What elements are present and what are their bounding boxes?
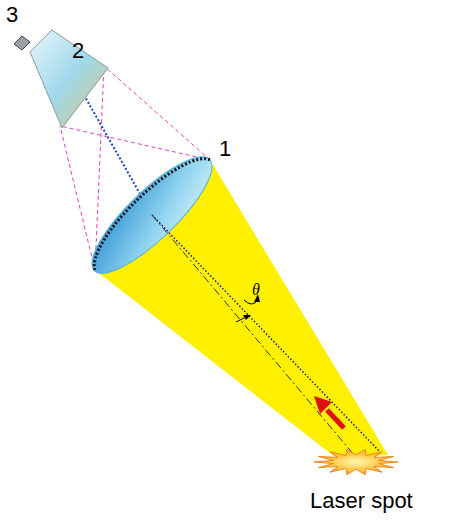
lens-edge: [94, 159, 210, 270]
objective-lens: [30, 30, 108, 128]
sensor: [14, 36, 30, 50]
callout-number: 3: [6, 4, 18, 26]
angle-arrow: [236, 317, 246, 322]
view-line: [152, 215, 380, 452]
callout-number: 1: [219, 138, 231, 160]
angle-label: θ: [252, 282, 260, 298]
direction-arrowhead: [314, 396, 332, 414]
laser-spot: [314, 449, 398, 474]
callout-number: 2: [72, 40, 84, 62]
angle-arrowhead: [243, 315, 251, 320]
direction-arrow: [327, 410, 344, 428]
spot-label: Laser spot: [310, 490, 413, 512]
cone-axis: [152, 215, 360, 462]
